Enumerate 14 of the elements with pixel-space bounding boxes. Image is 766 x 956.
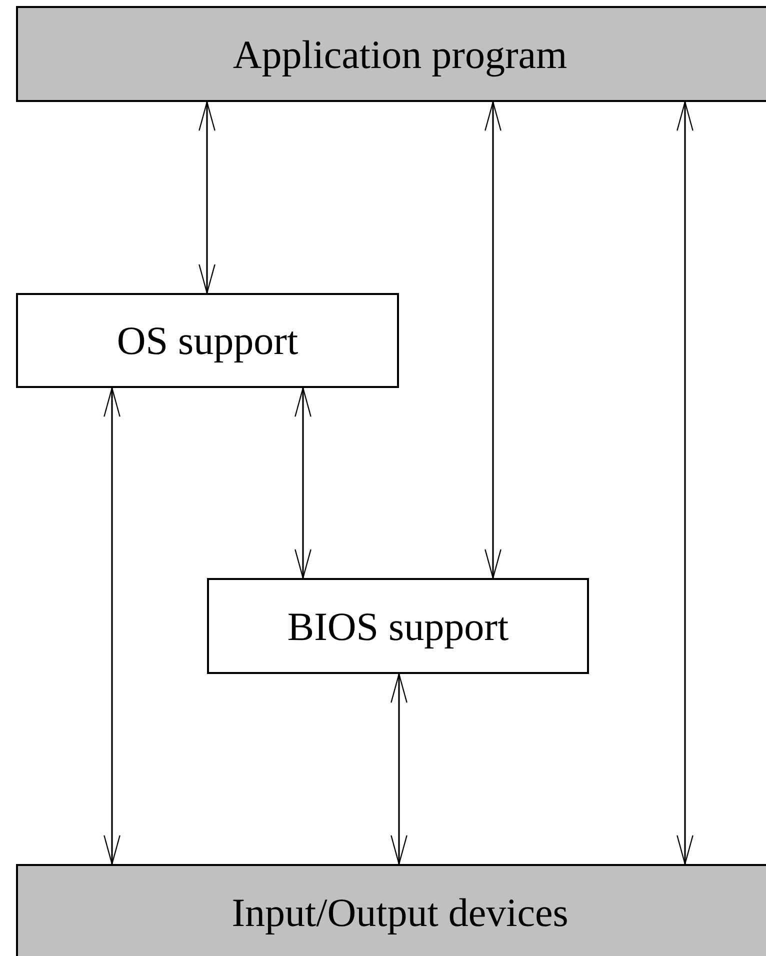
double-arrow [676, 101, 694, 865]
double-arrow [484, 101, 502, 579]
double-arrow [294, 387, 312, 579]
layer-band [16, 864, 766, 956]
double-arrow [104, 387, 120, 865]
node-label: OS support [116, 317, 298, 364]
node-label: Application program [232, 30, 568, 78]
node-label: Input/Output devices [232, 888, 568, 936]
node-label: BIOS support [287, 602, 509, 650]
process-box [16, 293, 399, 388]
double-arrow [390, 673, 408, 865]
process-box [207, 578, 589, 674]
layer-band [16, 6, 766, 102]
double-arrow [198, 101, 216, 294]
